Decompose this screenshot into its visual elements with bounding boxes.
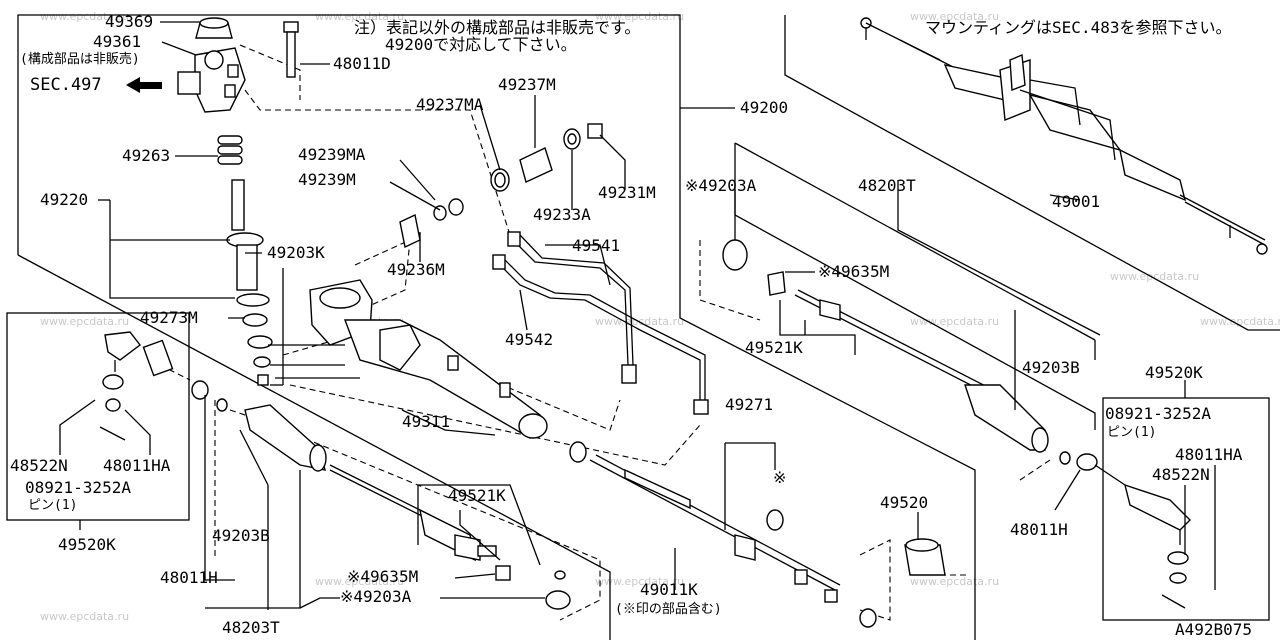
pin-right: ピン(1): [1107, 425, 1157, 440]
part-49541: 49541: [572, 236, 621, 255]
part-49521K-right: 49521K: [745, 338, 803, 357]
note-includes-marked: (※印の部品含む): [615, 602, 722, 617]
note-mounting: マウンティングはSEC.483を参照下さい。: [925, 18, 1232, 37]
part-48011H-right: 48011H: [1010, 520, 1068, 539]
note-components-not-sold: (構成部品は非販売): [20, 52, 140, 67]
part-48011H-left: 48011H: [160, 568, 218, 587]
watermark: www.epcdata.ru: [1110, 270, 1200, 283]
part-48011HA-left: 48011HA: [103, 456, 171, 475]
watermark: www.epcdata.ru: [910, 575, 1000, 588]
watermark: www.epcdata.ru: [40, 315, 130, 328]
part-49542: 49542: [505, 330, 554, 349]
part-49635M-right: ※49635M: [818, 262, 890, 281]
part-48011D: 48011D: [333, 54, 391, 73]
part-49361: 49361: [93, 32, 142, 51]
part-49271: 49271: [725, 395, 774, 414]
watermark: www.epcdata.ru: [1200, 315, 1280, 328]
watermark: www.epcdata.ru: [40, 10, 130, 23]
diagram-code: A492B075: [1175, 620, 1253, 639]
part-49369: 49369: [105, 12, 154, 31]
watermark: www.epcdata.ru: [40, 610, 130, 623]
part-08921-3252A-left: 08921-3252A: [25, 478, 131, 497]
part-49237MA: 49237MA: [416, 95, 484, 114]
part-49236M: 49236M: [387, 260, 445, 279]
pin-left: ピン(1): [28, 498, 78, 513]
part-49233A: 49233A: [533, 205, 591, 224]
part-49520: 49520: [880, 493, 929, 512]
gear-housing-49311: [309, 279, 548, 439]
part-08921-3252A-right: 08921-3252A: [1105, 404, 1211, 423]
watermark: www.epcdata.ru: [595, 10, 685, 23]
part-48522N-left: 48522N: [10, 456, 68, 475]
part-49237M: 49237M: [498, 75, 556, 94]
part-48522N-right: 48522N: [1152, 465, 1210, 484]
watermark: www.epcdata.ru: [910, 10, 1000, 23]
part-49520K-left: 49520K: [58, 535, 116, 554]
part-48011HA-right: 48011HA: [1175, 445, 1243, 464]
dashed-lines: [159, 44, 1051, 621]
part-49011K: 49011K: [640, 580, 698, 599]
note-not-sold-line2: 49200で対応して下さい。: [385, 35, 577, 54]
part-49311: 49311: [402, 412, 451, 431]
part-49220: 49220: [40, 190, 89, 209]
watermark: www.epcdata.ru: [910, 315, 1000, 328]
part-49520K-right: 49520K: [1145, 363, 1203, 382]
part-49521K-left: 49521K: [448, 486, 506, 505]
part-49263: 49263: [122, 146, 171, 165]
watermark: www.epcdata.ru: [595, 575, 685, 588]
seals: [399, 123, 603, 249]
frame-lines: [6, 14, 1280, 640]
note-not-sold-line1: 注）表記以外の構成部品は非販売です。: [354, 18, 641, 37]
leader-lines: [59, 21, 1216, 610]
part-49203A-right: ※49203A: [685, 176, 757, 195]
part-48203T-left: 48203T: [222, 618, 280, 637]
part-49203B-left: 49203B: [212, 526, 270, 545]
rack-assembly-49001: [860, 17, 1268, 255]
part-49203K: 49203K: [267, 243, 325, 262]
bushing-49520: [904, 538, 946, 576]
pinion-valve-parts: [126, 17, 299, 386]
rack-49011K: [569, 441, 877, 628]
watermark: www.epcdata.ru: [315, 10, 405, 23]
part-48203T-right: 48203T: [858, 176, 916, 195]
part-49200: 49200: [740, 98, 789, 117]
part-49203A-left: ※49203A: [340, 587, 412, 606]
part-49239M: 49239M: [298, 170, 356, 189]
right-tie-rod-end: [1076, 453, 1191, 609]
right-rod-boot: [722, 239, 1071, 465]
left-rod-boot: [99, 331, 571, 610]
part-49635M-left: ※49635M: [347, 567, 419, 586]
asterisk-mark: ※: [773, 468, 787, 487]
part-49273M: 49273M: [140, 308, 198, 327]
watermark: www.epcdata.ru: [315, 575, 405, 588]
part-49231M: 49231M: [598, 183, 656, 202]
part-49239MA: 49239MA: [298, 145, 366, 164]
part-49203B-right: 49203B: [1022, 358, 1080, 377]
section-ref-497: SEC.497: [30, 75, 102, 95]
part-49001: 49001: [1052, 192, 1101, 211]
